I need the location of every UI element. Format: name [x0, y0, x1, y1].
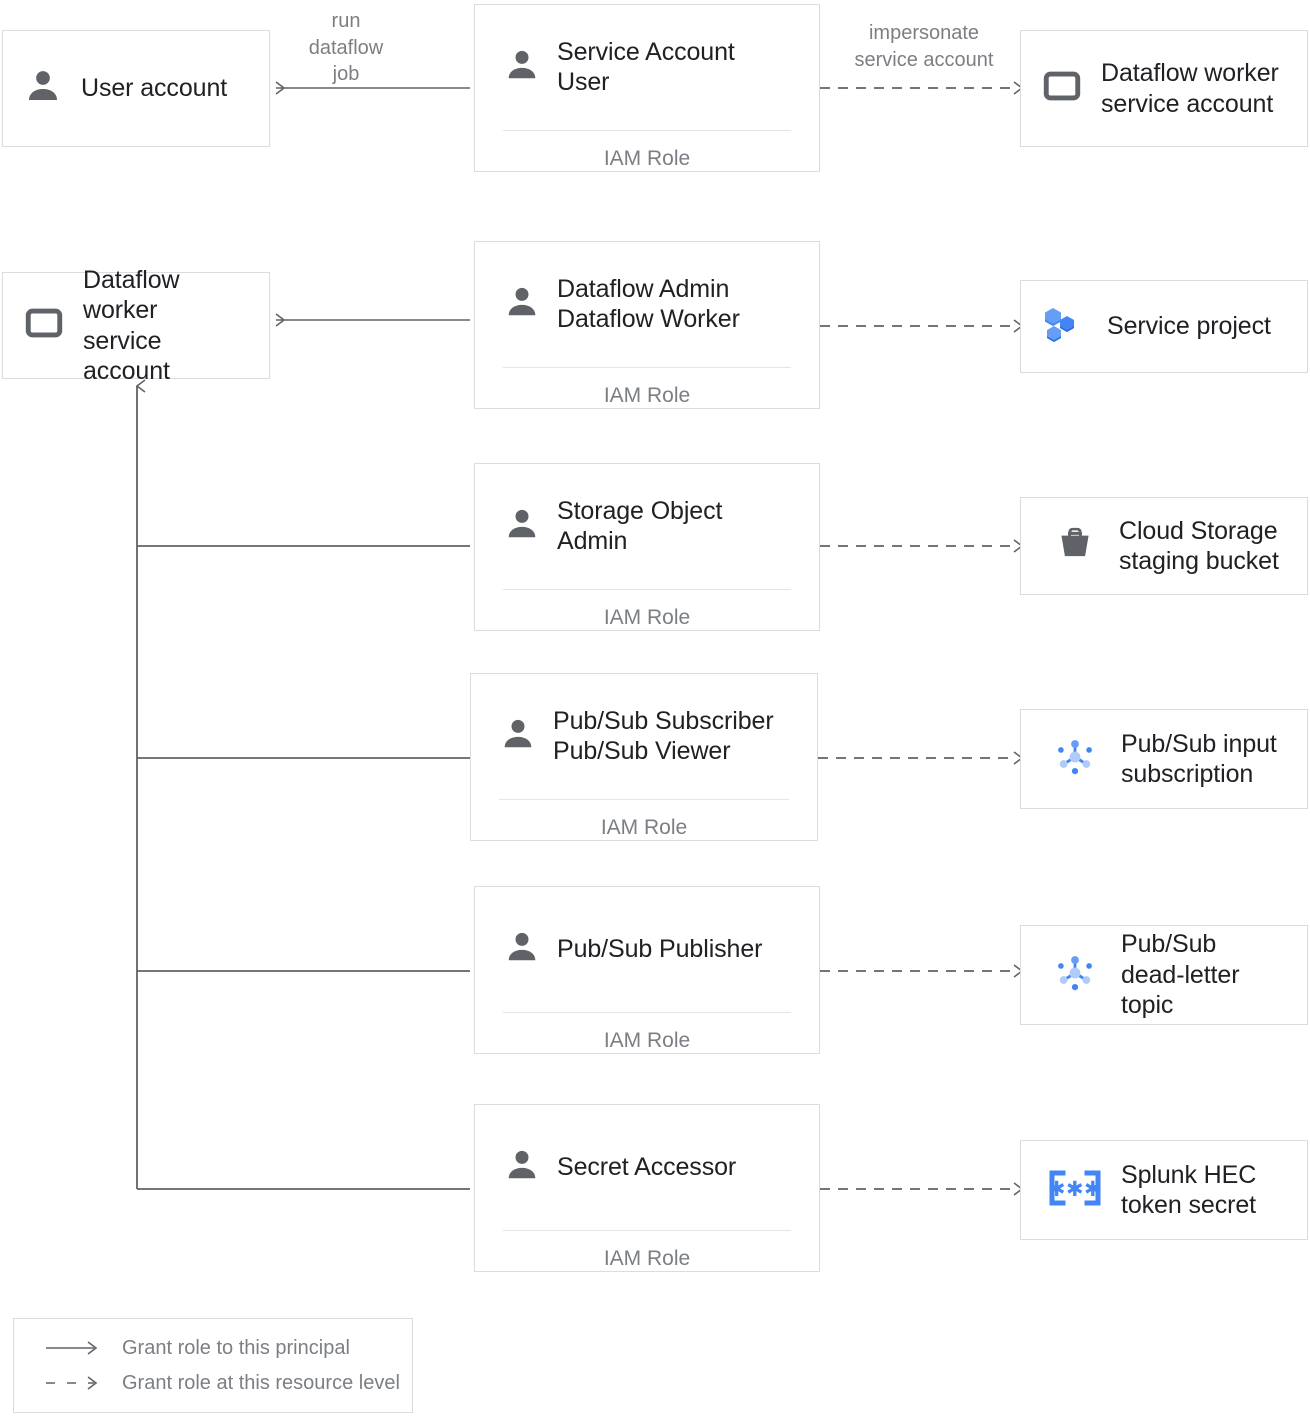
- legend-item-grant-role-to-principal: Grant role to this principal: [44, 1337, 412, 1360]
- person-icon: [503, 505, 541, 548]
- role-card-title: Secret Accessor: [557, 1152, 737, 1181]
- person-icon: [23, 66, 63, 111]
- secret-manager-icon: ✱✱✱: [1047, 1163, 1103, 1218]
- resource-label: Splunk HEC token secret: [1121, 1160, 1257, 1220]
- role-card-divider: [503, 1012, 791, 1013]
- principal-user-account[interactable]: User account: [2, 30, 270, 147]
- role-card-divider: [499, 799, 789, 800]
- role-card-secret-accessor[interactable]: Secret Accessor IAM Role: [474, 1104, 820, 1272]
- project-hexagons-icon: [1041, 300, 1089, 353]
- role-card-storage-object-admin[interactable]: Storage Object Admin IAM Role: [474, 463, 820, 631]
- svg-text:✱✱✱: ✱✱✱: [1048, 1178, 1102, 1201]
- role-card-header: Pub/Sub Publisher: [475, 887, 819, 1012]
- role-card-title: Pub/Sub Subscriber Pub/Sub Viewer: [553, 707, 774, 765]
- role-card-header: Storage Object Admin: [475, 464, 819, 589]
- cloud-storage-bucket-icon: [1053, 522, 1097, 571]
- principal-label: User account: [81, 74, 228, 103]
- role-card-divider: [503, 1230, 791, 1231]
- resource-label: Dataflow worker service account: [1101, 59, 1279, 118]
- role-card-subtitle: IAM Role: [603, 1029, 691, 1052]
- role-card-header: Pub/Sub Subscriber Pub/Sub Viewer: [471, 674, 817, 799]
- person-icon: [503, 46, 541, 89]
- principal-label: Dataflow worker service account: [83, 265, 180, 386]
- role-card-header: Secret Accessor: [475, 1105, 819, 1230]
- role-card-subtitle: IAM Role: [603, 147, 691, 170]
- resource-label: Pub/Sub dead-letter topic: [1121, 930, 1240, 1020]
- role-card-title: Service Account User: [557, 38, 735, 96]
- dashed-arrow-icon: [46, 1376, 98, 1390]
- legend: Grant role to this principal Grant role …: [13, 1318, 413, 1413]
- resource-splunk-hec-token-secret[interactable]: ✱✱✱ Splunk HEC token secret: [1020, 1140, 1308, 1240]
- person-icon: [499, 715, 537, 758]
- role-card-subtitle: IAM Role: [603, 384, 691, 407]
- service-account-icon: [23, 302, 65, 349]
- resource-service-project[interactable]: Service project: [1020, 280, 1308, 373]
- pubsub-icon: [1049, 731, 1101, 788]
- role-card-title: Storage Object Admin: [557, 497, 723, 555]
- role-card-divider: [503, 589, 791, 590]
- resource-label: Pub/Sub input subscription: [1121, 729, 1277, 789]
- principal-dataflow-worker-service-account[interactable]: Dataflow worker service account: [2, 266, 270, 385]
- resource-label: Service project: [1107, 312, 1271, 341]
- role-card-divider: [503, 367, 791, 368]
- role-card-subtitle: IAM Role: [603, 1247, 691, 1270]
- resource-dataflow-worker-service-account[interactable]: Dataflow worker service account: [1020, 30, 1308, 147]
- resource-cloud-storage-staging-bucket[interactable]: Cloud Storage staging bucket: [1020, 497, 1308, 595]
- role-card-pubsub-publisher[interactable]: Pub/Sub Publisher IAM Role: [474, 886, 820, 1054]
- role-card-pubsub-subscriber-viewer[interactable]: Pub/Sub Subscriber Pub/Sub Viewer IAM Ro…: [470, 673, 818, 841]
- role-card-service-account-user[interactable]: Service Account User IAM Role: [474, 4, 820, 172]
- solid-arrow-icon: [46, 1341, 98, 1355]
- legend-item-grant-role-at-resource-level: Grant role at this resource level: [44, 1372, 412, 1395]
- person-icon: [503, 283, 541, 326]
- pubsub-icon: [1049, 947, 1101, 1004]
- edge-label-impersonate-service-account: impersonate service account: [854, 22, 994, 71]
- role-card-subtitle: IAM Role: [603, 606, 691, 629]
- resource-label: Cloud Storage staging bucket: [1119, 516, 1279, 576]
- role-card-header: Dataflow Admin Dataflow Worker: [475, 242, 819, 367]
- legend-label: Grant role to this principal: [122, 1336, 350, 1359]
- role-card-title: Dataflow Admin Dataflow Worker: [557, 275, 740, 333]
- person-icon: [503, 928, 541, 971]
- role-card-divider: [503, 130, 791, 131]
- edge-label-run-dataflow-job: run dataflow job: [308, 10, 384, 86]
- legend-label: Grant role at this resource level: [122, 1371, 400, 1394]
- resource-pubsub-input-subscription[interactable]: Pub/Sub input subscription: [1020, 709, 1308, 809]
- service-account-icon: [1041, 65, 1083, 112]
- role-card-subtitle: IAM Role: [600, 816, 688, 839]
- role-card-header: Service Account User: [475, 5, 819, 130]
- role-card-title: Pub/Sub Publisher: [557, 934, 763, 963]
- person-icon: [503, 1146, 541, 1189]
- resource-pubsub-dead-letter-topic[interactable]: Pub/Sub dead-letter topic: [1020, 925, 1308, 1025]
- role-card-dataflow-admin-worker[interactable]: Dataflow Admin Dataflow Worker IAM Role: [474, 241, 820, 409]
